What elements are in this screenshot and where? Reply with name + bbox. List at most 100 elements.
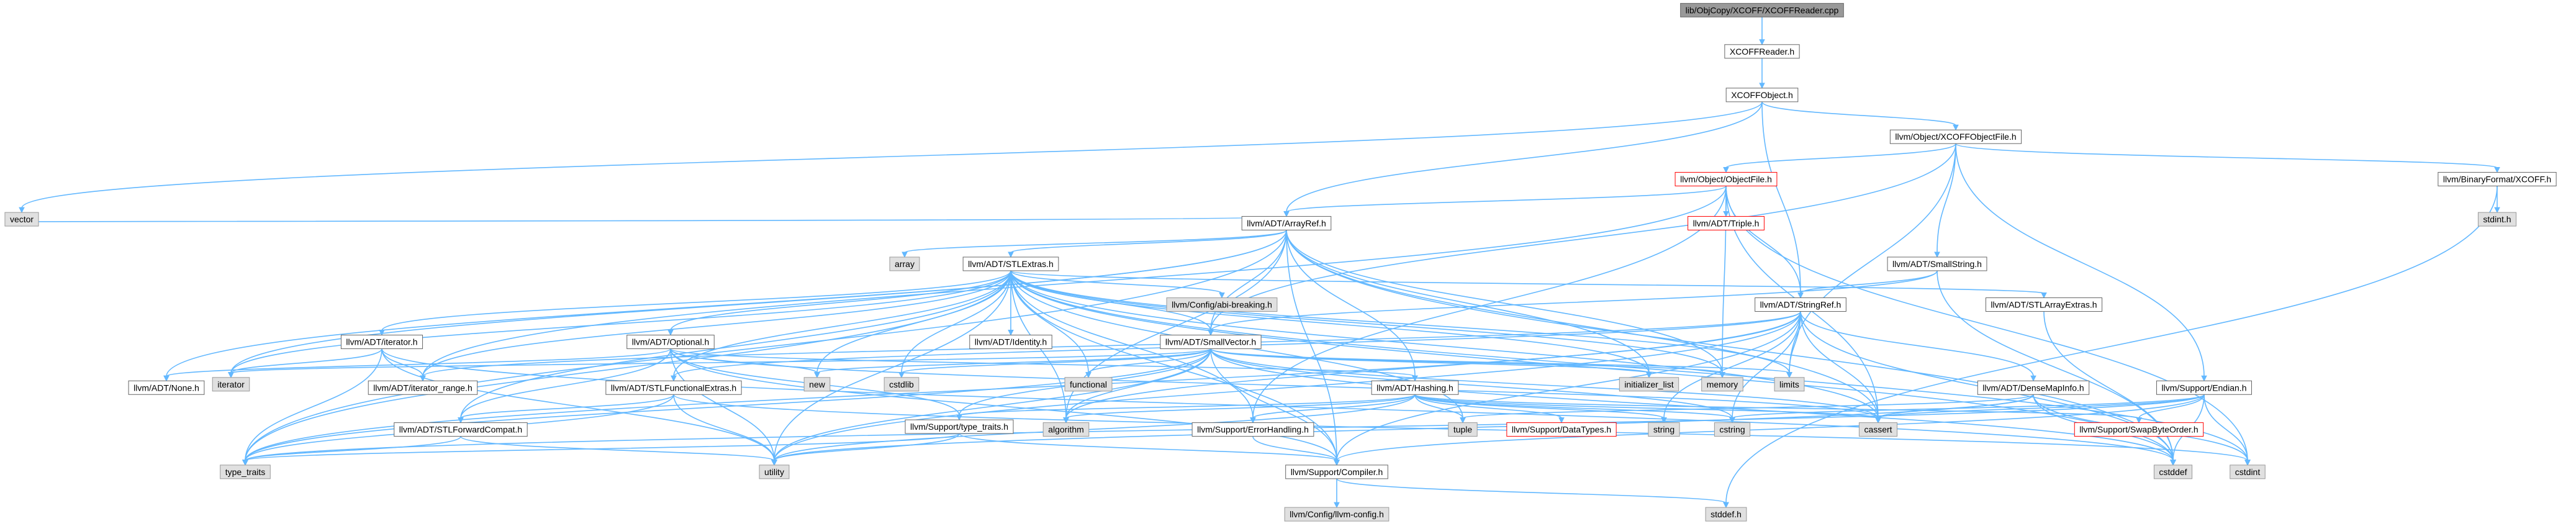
edge-object_objectfile-to-cstdint bbox=[1725, 186, 2248, 461]
node-llvm-adt-optional-h[interactable]: llvm/ADT/Optional.h bbox=[626, 335, 715, 350]
node-label: llvm/ADT/Identity.h bbox=[975, 337, 1047, 347]
node-iterator: iterator bbox=[212, 377, 250, 392]
node-llvm-config-abi-breaking-h: llvm/Config/abi-breaking.h bbox=[1166, 297, 1278, 312]
node-box bbox=[889, 256, 920, 271]
node-llvm-adt-densemapinfo-h[interactable]: llvm/ADT/DenseMapInfo.h bbox=[1977, 380, 2090, 395]
edge-stringref-to-compiler bbox=[1336, 311, 1801, 461]
edge-object_objectfile-to-iterator_range bbox=[422, 186, 1727, 377]
node-llvm-adt-triple-h[interactable]: llvm/ADT/Triple.h bbox=[1688, 215, 1765, 230]
edge-object_objectfile-to-memory bbox=[1722, 186, 1727, 373]
node-box bbox=[1724, 44, 1800, 59]
node-label: initializer_list bbox=[1624, 379, 1673, 389]
node-cstdlib: cstdlib bbox=[884, 377, 920, 392]
node-label: llvm/Support/ErrorHandling.h bbox=[1197, 425, 1309, 435]
edge-type_traits_h-to-utility bbox=[774, 433, 960, 461]
node-llvm-adt-stringref-h[interactable]: llvm/ADT/StringRef.h bbox=[1755, 297, 1846, 312]
node-label: iterator bbox=[217, 379, 245, 389]
node-stdint-h: stdint.h bbox=[2477, 212, 2517, 227]
node-label: llvm/Config/llvm-config.h bbox=[1290, 509, 1384, 519]
edge-arrowhead-object_xcoffobjectfile-to-binaryformat_xcoff bbox=[2494, 166, 2500, 173]
node-lib-objcopy-xcoff-xcoffreader-cpp: lib/ObjCopy/XCOFF/XCOFFReader.cpp bbox=[1680, 2, 1844, 17]
node-vector: vector bbox=[4, 212, 39, 227]
node-box bbox=[1887, 256, 1987, 271]
edge-endian-to-cstdint bbox=[2203, 394, 2248, 461]
node-box bbox=[1701, 377, 1743, 392]
node-box bbox=[212, 377, 250, 392]
node-box bbox=[1648, 422, 1680, 437]
edge-arrowhead-endian-to-cstdint bbox=[2244, 460, 2251, 466]
node-llvm-object-objectfile-h[interactable]: llvm/Object/ObjectFile.h bbox=[1674, 171, 1778, 186]
node-box bbox=[1506, 422, 1617, 437]
node-llvm-support-datatypes-h[interactable]: llvm/Support/DataTypes.h bbox=[1506, 422, 1617, 437]
edge-arrayref-to-array bbox=[904, 229, 1287, 253]
edge-arrayref-to-cassert bbox=[1286, 230, 1879, 419]
edge-stlextras-to-errorhandling bbox=[1010, 270, 1254, 419]
edge-arrowhead-smallvector-to-cstdlib bbox=[898, 372, 905, 378]
node-label: algorithm bbox=[1048, 425, 1084, 435]
node-llvm-support-compiler-h[interactable]: llvm/Support/Compiler.h bbox=[1285, 465, 1388, 479]
node-label: llvm/Support/Endian.h bbox=[2162, 383, 2247, 392]
node-llvm-adt-smallvector-h[interactable]: llvm/ADT/SmallVector.h bbox=[1160, 335, 1262, 350]
node-box bbox=[1285, 465, 1388, 479]
edge-arrowhead-xcoffobject_h-to-object_xcoffobjectfile bbox=[1953, 124, 1959, 131]
node-label: cassert bbox=[1864, 425, 1892, 435]
node-string: string bbox=[1648, 422, 1680, 437]
edge-endian-to-cstring bbox=[1732, 394, 2205, 419]
node-llvm-binaryformat-xcoff-h[interactable]: llvm/BinaryFormat/XCOFF.h bbox=[2438, 171, 2557, 186]
node-llvm-object-xcoffobjectfile-h[interactable]: llvm/Object/XCOFFObjectFile.h bbox=[1889, 129, 2022, 144]
node-label: memory bbox=[1707, 379, 1738, 389]
edge-smallvector-to-utility bbox=[774, 348, 1211, 461]
node-label: tuple bbox=[1453, 425, 1473, 435]
node-new: new bbox=[803, 377, 831, 392]
edge-endian-to-compiler bbox=[1336, 394, 2205, 461]
node-llvm-adt-arrayref-h[interactable]: llvm/ADT/ArrayRef.h bbox=[1241, 215, 1332, 230]
node-llvm-support-errorhandling-h[interactable]: llvm/Support/ErrorHandling.h bbox=[1191, 422, 1314, 437]
edge-smallvector-to-iterator bbox=[230, 348, 1211, 374]
edge-stlextras-to-memory bbox=[1010, 270, 1723, 373]
node-llvm-adt-iterator-h[interactable]: llvm/ADT/iterator.h bbox=[340, 335, 423, 350]
edge-arrowhead-stlextras-to-abi_breaking bbox=[1219, 292, 1225, 299]
node-llvm-support-type-traits-h[interactable]: llvm/Support/type_traits.h bbox=[905, 419, 1014, 434]
node-box bbox=[626, 335, 715, 350]
node-llvm-support-swapbyteorder-h[interactable]: llvm/Support/SwapByteOrder.h bbox=[2074, 422, 2204, 437]
node-llvm-adt-none-h[interactable]: llvm/ADT/None.h bbox=[128, 380, 205, 395]
node-box bbox=[1371, 380, 1459, 395]
edge-iterator_h-to-utility bbox=[381, 348, 775, 461]
node-label: llvm/ADT/SmallVector.h bbox=[1165, 337, 1256, 347]
edge-stringref-to-utility bbox=[774, 311, 1801, 461]
node-llvm-adt-iterator-range-h[interactable]: llvm/ADT/iterator_range.h bbox=[368, 380, 478, 395]
node-llvm-adt-hashing-h[interactable]: llvm/ADT/Hashing.h bbox=[1371, 380, 1459, 395]
node-label: llvm/ADT/Hashing.h bbox=[1376, 383, 1453, 392]
node-llvm-support-endian-h[interactable]: llvm/Support/Endian.h bbox=[2156, 380, 2252, 395]
edge-object_objectfile-to-stringref bbox=[1725, 186, 1801, 294]
node-llvm-adt-stlarrayextras-h[interactable]: llvm/ADT/STLArrayExtras.h bbox=[1985, 297, 2103, 312]
node-llvm-adt-identity-h[interactable]: llvm/ADT/Identity.h bbox=[969, 335, 1052, 350]
node-xcoffobject-h[interactable]: XCOFFObject.h bbox=[1725, 88, 1799, 102]
node-box bbox=[1858, 422, 1898, 437]
node-llvm-adt-stlforwardcompat-h[interactable]: llvm/ADT/STLForwardCompat.h bbox=[394, 422, 528, 437]
node-label: llvm/Support/type_traits.h bbox=[910, 422, 1008, 432]
edge-stlextras-to-optional bbox=[670, 270, 1011, 331]
node-cstdint: cstdint bbox=[2230, 465, 2266, 479]
node-llvm-adt-stlextras-h[interactable]: llvm/ADT/STLExtras.h bbox=[962, 256, 1059, 271]
node-label: type_traits bbox=[225, 467, 266, 477]
edge-smallvector-to-cstring bbox=[1210, 348, 1733, 419]
node-llvm-adt-stlfunctionalextras-h[interactable]: llvm/ADT/STLFunctionalExtras.h bbox=[605, 380, 742, 395]
node-label: llvm/Config/abi-breaking.h bbox=[1172, 299, 1272, 309]
node-label: llvm/ADT/StringRef.h bbox=[1760, 299, 1842, 309]
node-label: llvm/ADT/STLArrayExtras.h bbox=[1991, 299, 2097, 309]
edge-object_objectfile-to-arrayref bbox=[1286, 185, 1727, 213]
edge-stlextras-to-type_traits bbox=[245, 270, 1011, 461]
node-xcoffreader-h[interactable]: XCOFFReader.h bbox=[1724, 44, 1800, 59]
edge-arrowhead-smallvector-to-new bbox=[814, 372, 820, 378]
edges-layer bbox=[19, 17, 2500, 509]
node-box bbox=[1191, 422, 1314, 437]
edge-arrowhead-object_xcoffobjectfile-to-endian bbox=[2201, 375, 2207, 382]
node-llvm-adt-smallstring-h[interactable]: llvm/ADT/SmallString.h bbox=[1887, 256, 1987, 271]
node-box bbox=[2477, 212, 2517, 227]
edge-hashing-to-swapbyteorder bbox=[1414, 394, 2140, 419]
node-box bbox=[605, 380, 742, 395]
node-box bbox=[884, 377, 920, 392]
node-box bbox=[1042, 422, 1090, 437]
edge-smallvector-to-cstdlib bbox=[901, 348, 1211, 374]
